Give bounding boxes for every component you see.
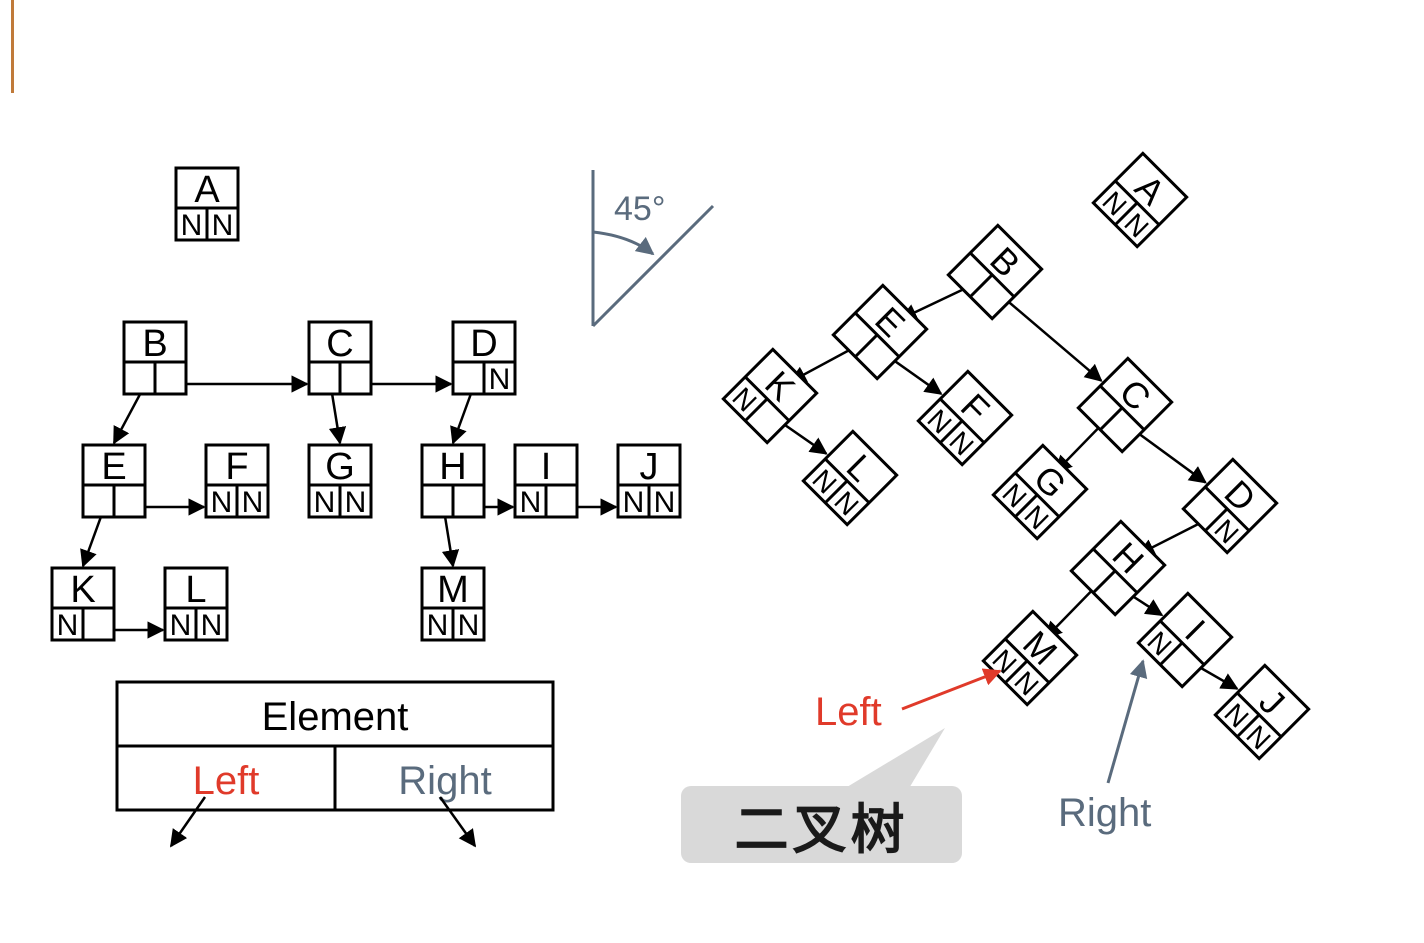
null-marker: N xyxy=(654,486,676,519)
tree-node-c: C xyxy=(307,320,373,396)
node-label: M xyxy=(437,569,469,611)
node-label: J xyxy=(640,446,659,488)
angle-label: 45° xyxy=(614,190,665,228)
tree-node-i: IN xyxy=(513,443,579,519)
accent-bar xyxy=(11,0,14,93)
null-marker: N xyxy=(57,609,79,642)
right-sibling-arrow xyxy=(996,291,1103,382)
node-label: H xyxy=(439,446,466,488)
rotated-node-b: B xyxy=(946,223,1044,321)
right-annotation-arrow xyxy=(1106,659,1148,784)
null-marker: N xyxy=(427,609,449,642)
rotated-node-j: JNN xyxy=(1213,663,1311,761)
left-annotation: Left xyxy=(815,690,882,734)
null-marker: N xyxy=(345,486,367,519)
null-marker: N xyxy=(458,609,480,642)
tree-node-k: KN xyxy=(50,566,116,642)
null-marker: N xyxy=(623,486,645,519)
rotated-node-a: ANN xyxy=(1091,151,1189,249)
node-label: K xyxy=(70,569,95,611)
rotated-node-h: H xyxy=(1069,519,1167,617)
null-marker: N xyxy=(212,209,234,242)
node-label: G xyxy=(325,446,355,488)
legend-right-label: Right xyxy=(398,759,491,803)
rotated-node-f: FNN xyxy=(916,369,1014,467)
node-legend: Element Left Right xyxy=(115,680,555,848)
legend-left-label: Left xyxy=(193,759,260,803)
node-label: B xyxy=(142,323,167,365)
null-marker: N xyxy=(211,486,233,519)
null-marker: N xyxy=(489,363,511,396)
tree-node-b: B xyxy=(122,320,188,396)
null-marker: N xyxy=(181,209,203,242)
right-annotation: Right xyxy=(1058,791,1151,835)
node-label: F xyxy=(225,446,248,488)
null-marker: N xyxy=(201,609,223,642)
callout-label: 二叉树 xyxy=(734,797,909,861)
legend-element-label: Element xyxy=(262,695,409,739)
null-marker: N xyxy=(170,609,192,642)
legend-right-arrow xyxy=(438,796,477,848)
rotated-node-d: DN xyxy=(1181,457,1279,555)
callout-pointer xyxy=(842,728,945,790)
tree-node-d: DN xyxy=(451,320,517,396)
node-label: I xyxy=(541,446,552,488)
rotated-node-k: KN xyxy=(721,347,819,445)
node-label: D xyxy=(470,323,497,365)
rotated-node-l: LNN xyxy=(801,429,899,527)
rotated-node-m: MNN xyxy=(981,609,1079,707)
tree-node-e: E xyxy=(81,443,147,519)
angle-indicator: 45° xyxy=(591,170,715,328)
rotated-node-e: E xyxy=(831,283,929,381)
node-label: L xyxy=(185,569,206,611)
null-marker: N xyxy=(242,486,264,519)
rotated-node-g: GNN xyxy=(991,443,1089,541)
node-label: C xyxy=(326,323,353,365)
node-label: A xyxy=(194,169,220,211)
null-marker: N xyxy=(520,486,542,519)
null-marker: N xyxy=(314,486,336,519)
rotated-node-c: C xyxy=(1076,356,1174,454)
rotated-node-i: IN xyxy=(1136,591,1234,689)
legend-left-arrow xyxy=(169,796,207,848)
tree-node-h: H xyxy=(420,443,486,519)
left-annotation-arrow xyxy=(901,668,1002,711)
callout-bubble xyxy=(681,786,962,863)
node-label: E xyxy=(101,446,126,488)
